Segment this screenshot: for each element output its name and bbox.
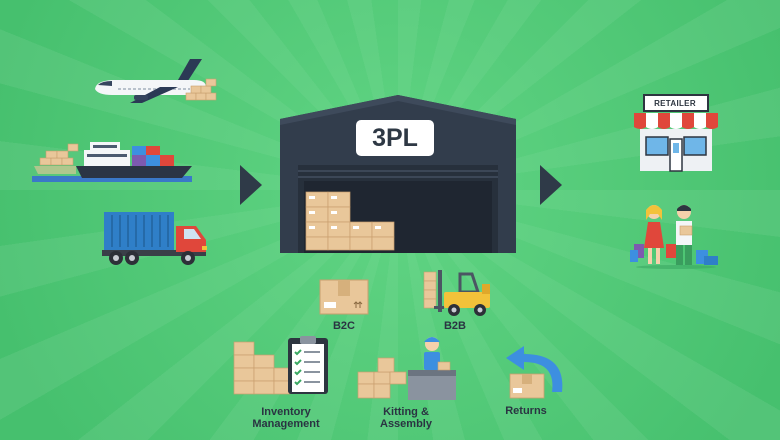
return-arrow-icon: [484, 340, 572, 400]
airplane-icon: [90, 55, 220, 110]
forklift-icon: [420, 268, 494, 318]
container-truck-icon: [102, 212, 210, 268]
b2b-label: B2B: [443, 320, 466, 332]
inventory-management-label: Inventory Management: [252, 406, 320, 430]
inbound-arrow: [240, 165, 262, 205]
assembly-worker-icon: [356, 334, 460, 402]
warehouse-box-stack: [305, 191, 396, 252]
returns-label: Returns: [505, 405, 547, 417]
clipboard-checklist-icon: [232, 336, 336, 402]
outbound-arrow: [540, 165, 562, 205]
warehouse-3pl-label: 3PL: [356, 120, 434, 156]
shoppers-icon: [628, 200, 724, 272]
retail-store-icon: [634, 94, 718, 173]
parcel-box-icon: [318, 279, 370, 316]
retailer-sign: RETAILER: [654, 99, 696, 108]
cargo-ship-icon: [32, 138, 197, 186]
b2c-label: B2C: [332, 320, 355, 332]
kitting-assembly-label: Kitting & Assembly: [380, 406, 432, 430]
